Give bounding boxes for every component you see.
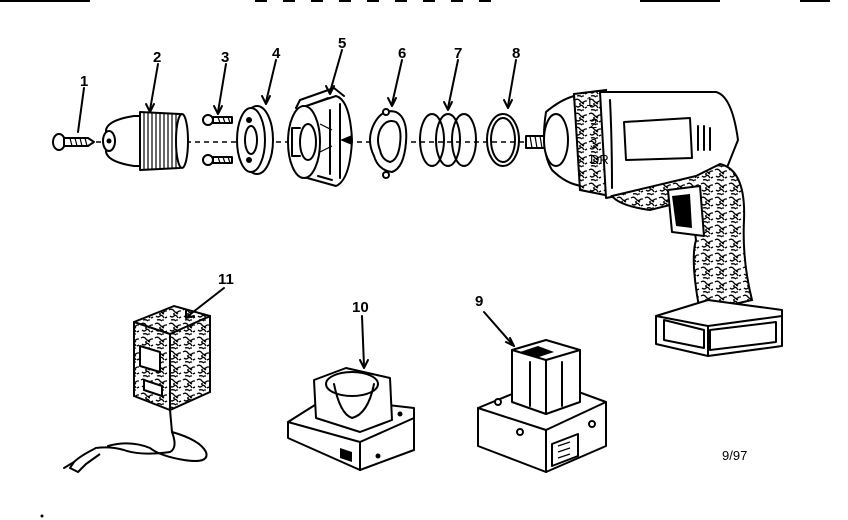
callout-1: 1 [80, 73, 88, 90]
clutch-mark-dr: DR [590, 152, 609, 167]
part-1-screw [52, 133, 95, 151]
clutch-mark-3: 3 [590, 136, 597, 151]
part-11-adapter [63, 304, 211, 473]
callout-10: 10 [352, 299, 369, 316]
callout-4: 4 [272, 45, 281, 62]
part-2-chuck [102, 111, 189, 171]
date-code: 9/97 [722, 448, 747, 463]
part-6-gasket [369, 108, 408, 179]
callout-3: 3 [221, 49, 229, 66]
callout-labels: 1 2 3 4 5 6 7 8 9 10 11 [80, 35, 520, 316]
drill-body [525, 88, 783, 357]
callout-6: 6 [398, 45, 406, 62]
part-4-plate [236, 105, 274, 175]
leader-lines [77, 49, 517, 369]
part-10-charger-base [287, 367, 415, 471]
part-9-battery [477, 339, 607, 473]
clutch-mark-1: 1 [586, 94, 593, 109]
callout-5: 5 [338, 35, 346, 52]
part-8-o-ring [486, 113, 520, 167]
part-5-housing [287, 87, 353, 187]
part-3-screws [202, 114, 233, 166]
callout-11: 11 [218, 271, 234, 288]
callout-9: 9 [475, 293, 483, 310]
clutch-mark-2: 2 [590, 116, 597, 131]
part-7-rings [419, 113, 477, 167]
callout-2: 2 [153, 49, 161, 66]
callout-8: 8 [512, 45, 520, 62]
scan-mark [40, 514, 44, 518]
clutch-marks: 1 2 3 DR [586, 94, 609, 167]
callout-7: 7 [454, 45, 462, 62]
